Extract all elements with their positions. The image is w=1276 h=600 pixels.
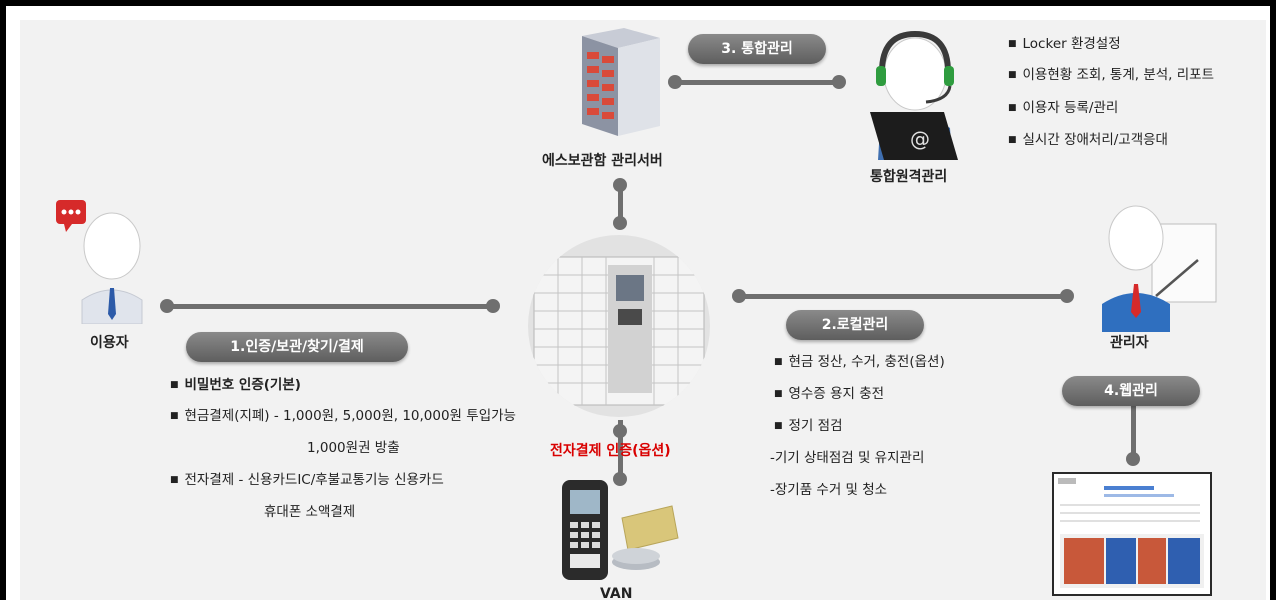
pill-local: 2.로컬관리 <box>786 310 924 340</box>
connector-dot <box>613 424 627 438</box>
web-dashboard-thumbnail <box>1052 472 1212 596</box>
connector-locker-van <box>618 420 623 480</box>
local-feature: ■현금 정산, 수거, 충전(옵션) <box>774 354 945 370</box>
connector-admin-web <box>1131 405 1136 463</box>
local-subitem: -기기 상태점검 및 유지관리 <box>770 450 925 466</box>
admin-avatar-icon <box>1102 205 1217 332</box>
locker-icon <box>528 235 710 417</box>
connector-dot <box>832 75 846 89</box>
connector-dot <box>1060 289 1074 303</box>
server-icon <box>582 28 660 136</box>
local-feature: ■영수증 용지 충전 <box>774 386 885 402</box>
local-subitem: -장기품 수거 및 청소 <box>770 482 888 498</box>
svg-text:@: @ <box>910 127 930 151</box>
local-feature: ■정기 점검 <box>774 418 843 434</box>
user-label: 이용자 <box>90 335 129 351</box>
remote-feature: ■Locker 환경설정 <box>1008 36 1121 52</box>
connector-dot <box>613 178 627 192</box>
server-label: 에스보관함 관리서버 <box>542 153 663 169</box>
connector-server-locker <box>618 185 623 225</box>
connector-dot <box>668 75 682 89</box>
user-feature: ■비밀번호 인증(기본) <box>170 377 301 393</box>
remote-operator-icon: @ <box>870 30 958 160</box>
connector-server-remote <box>674 80 844 85</box>
card-terminal-icon <box>562 480 679 580</box>
pill-auth: 1.인증/보관/찾기/결제 <box>186 332 408 362</box>
connector-locker-admin <box>738 294 1068 299</box>
connector-user-locker <box>166 304 492 309</box>
user-feature: ■현금결제(지폐) - 1,000원, 5,000원, 10,000원 투입가능 <box>170 408 516 424</box>
connector-dot <box>160 299 174 313</box>
remote-feature: ■이용자 등록/관리 <box>1008 100 1119 116</box>
epay-label: 전자결제 인증(옵션) <box>550 443 671 459</box>
user-feature-continued: 1,000원권 방출 <box>307 440 400 456</box>
connector-dot <box>613 472 627 486</box>
user-feature: ■전자결제 - 신용카드IC/후불교통기능 신용카드 <box>170 472 444 488</box>
connector-dot <box>613 216 627 230</box>
admin-label: 관리자 <box>1110 335 1149 351</box>
connector-dot <box>1126 452 1140 466</box>
user-avatar-icon <box>56 200 143 324</box>
user-feature-continued: 휴대폰 소액결제 <box>264 504 356 520</box>
connector-dot <box>486 299 500 313</box>
diagram-panel: 에스보관함 관리서버 @ 통합원격관리 3. 통합관리 1.인증/보관/찾기/결… <box>20 20 1266 600</box>
pill-web: 4.웹관리 <box>1062 376 1200 406</box>
connector-dot <box>732 289 746 303</box>
remote-feature: ■이용현황 조회, 통계, 분석, 리포트 <box>1008 67 1215 83</box>
van-label: VAN <box>600 586 633 600</box>
pill-integrated: 3. 통합관리 <box>688 34 826 64</box>
remote-feature: ■실시간 장애처리/고객응대 <box>1008 132 1168 148</box>
remote-label: 통합원격관리 <box>870 169 948 185</box>
